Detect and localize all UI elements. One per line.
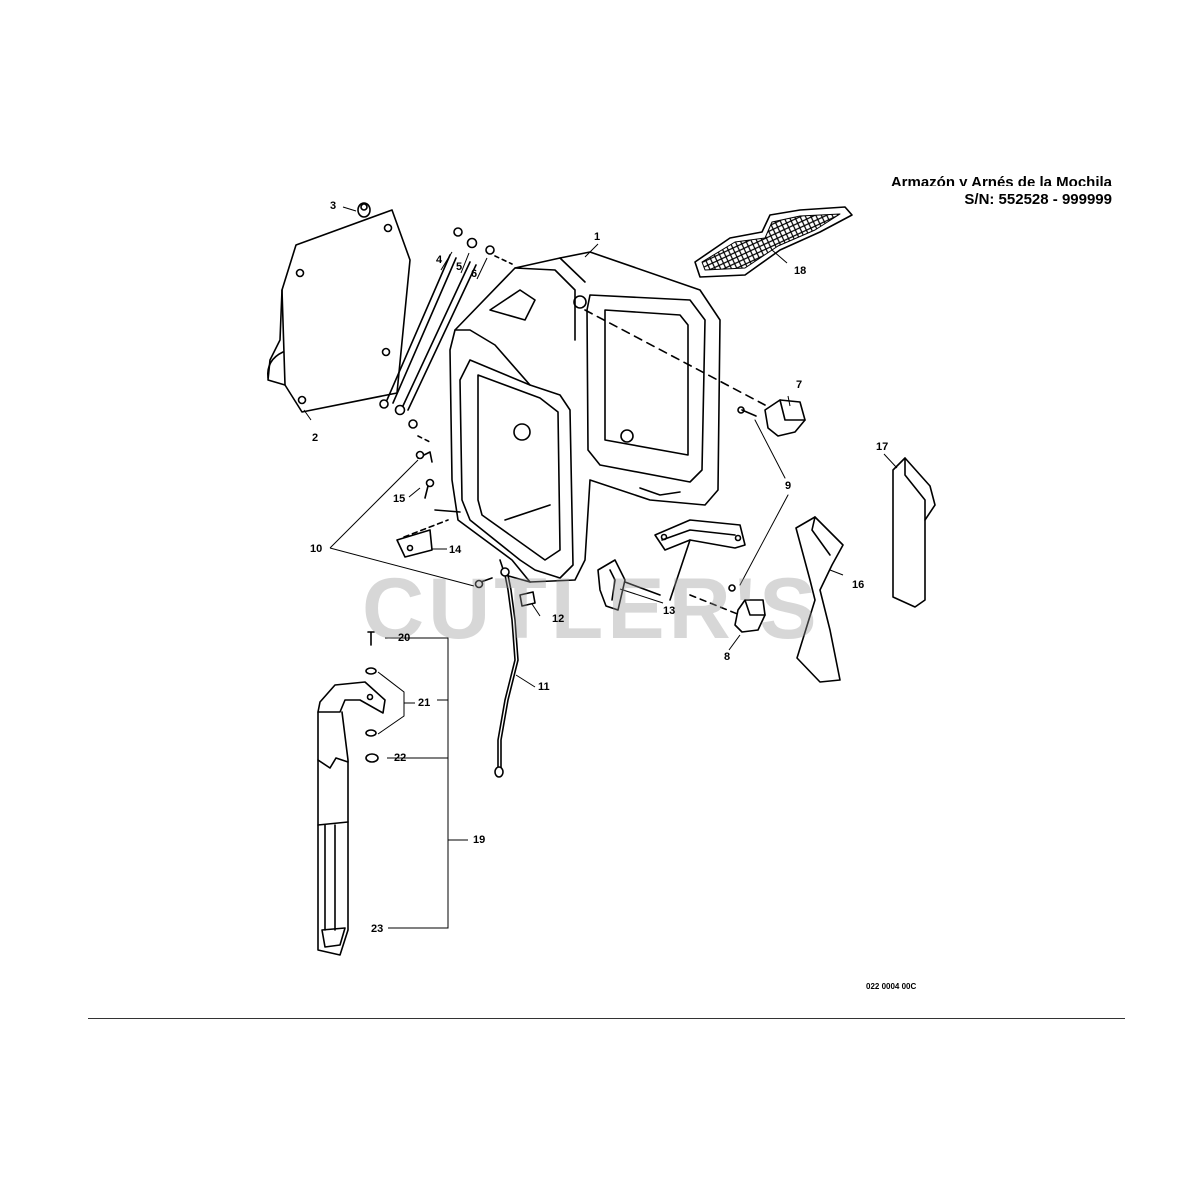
serial-number-range: S/N: 552528 - 999999: [964, 191, 1112, 208]
grommet-part: [357, 202, 371, 218]
mesh-pad-part: [694, 206, 853, 278]
callout-5: 5: [456, 261, 463, 273]
fastener-set-part: [379, 227, 513, 443]
document-number: 022 0004 00C: [866, 982, 917, 991]
callout-18: 18: [794, 265, 807, 277]
callout-11: 11: [538, 681, 550, 693]
callout-12: 12: [552, 613, 565, 625]
callout-10: 10: [310, 543, 323, 555]
callout-13: 13: [663, 605, 676, 617]
bolt-hardware-part: [396, 450, 493, 589]
diagram-title: Armazón y Arnés de la Mochila: [890, 174, 1112, 186]
side-pad-part: [892, 457, 936, 608]
callout-21: 21: [418, 697, 431, 709]
callout-22: 22: [394, 752, 407, 764]
callout-1: 1: [594, 231, 601, 243]
callout-7: 7: [796, 379, 803, 391]
callout-9: 9: [785, 480, 792, 492]
callout-16: 16: [852, 579, 865, 591]
callout-4: 4: [436, 254, 443, 266]
callout-15: 15: [393, 493, 406, 505]
callout-3: 3: [330, 200, 337, 212]
backpack-frame-part: [449, 251, 721, 583]
footer-divider: [88, 1018, 1125, 1019]
ground-wire-part: [494, 567, 536, 778]
callout-17: 17: [876, 441, 889, 453]
latch-part: [689, 584, 766, 633]
callout-19: 19: [473, 834, 486, 846]
callout-8: 8: [724, 651, 731, 663]
cover-plate-part: [266, 209, 411, 413]
callout-23: 23: [371, 923, 384, 935]
callout-leaders: [303, 206, 898, 929]
callout-6: 6: [471, 268, 478, 280]
lower-bracket-part: [597, 519, 746, 611]
harness-strap-part: [317, 681, 386, 956]
back-pad-part: [795, 516, 844, 683]
callout-20: 20: [398, 632, 411, 644]
watermark-text: CUTLER'S: [362, 561, 821, 657]
upper-bracket-part: [737, 399, 806, 437]
strap-hardware-part: [365, 631, 379, 763]
callout-14: 14: [449, 544, 462, 556]
callout-2: 2: [312, 432, 319, 444]
